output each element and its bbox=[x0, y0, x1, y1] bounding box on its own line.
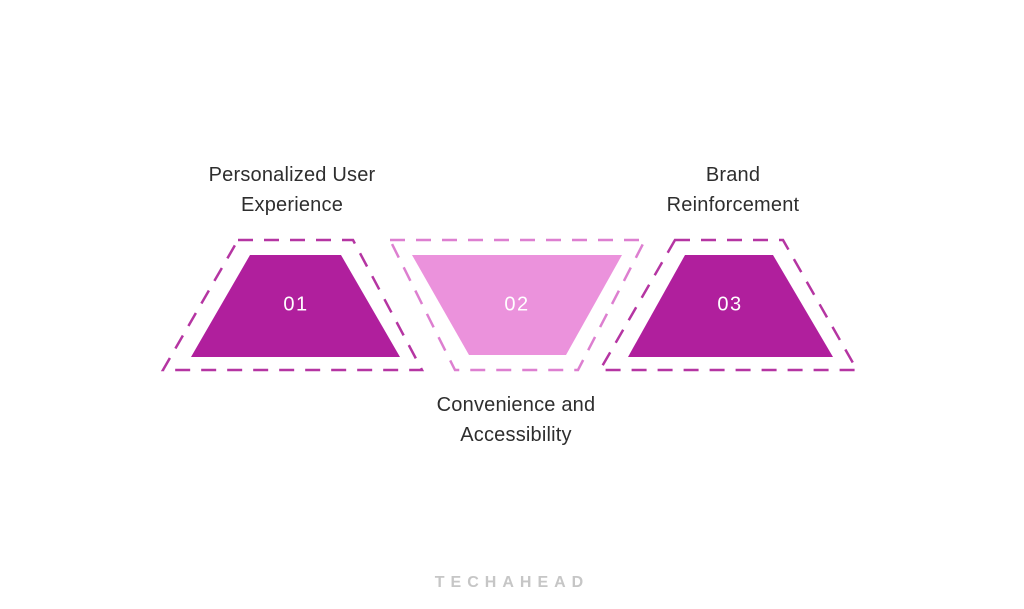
dashed-outline-step-1 bbox=[160, 238, 425, 372]
trapezoid-step-3 bbox=[628, 255, 833, 357]
step-3-label: Brand Reinforcement bbox=[666, 164, 800, 216]
step-3-number: 03 bbox=[717, 293, 743, 316]
step-1-number: 01 bbox=[283, 293, 309, 316]
trapezoid-step-1 bbox=[191, 255, 400, 357]
techahead-logo: TECHAHEAD bbox=[434, 574, 590, 591]
step-1-label: Personalized User Experience bbox=[208, 164, 376, 216]
step-2-number: 02 bbox=[504, 293, 530, 316]
step-2-label: Convenience and Accessibility bbox=[436, 394, 596, 446]
dashed-outline-step-2 bbox=[387, 238, 648, 372]
trapezoid-step-2 bbox=[412, 255, 622, 355]
